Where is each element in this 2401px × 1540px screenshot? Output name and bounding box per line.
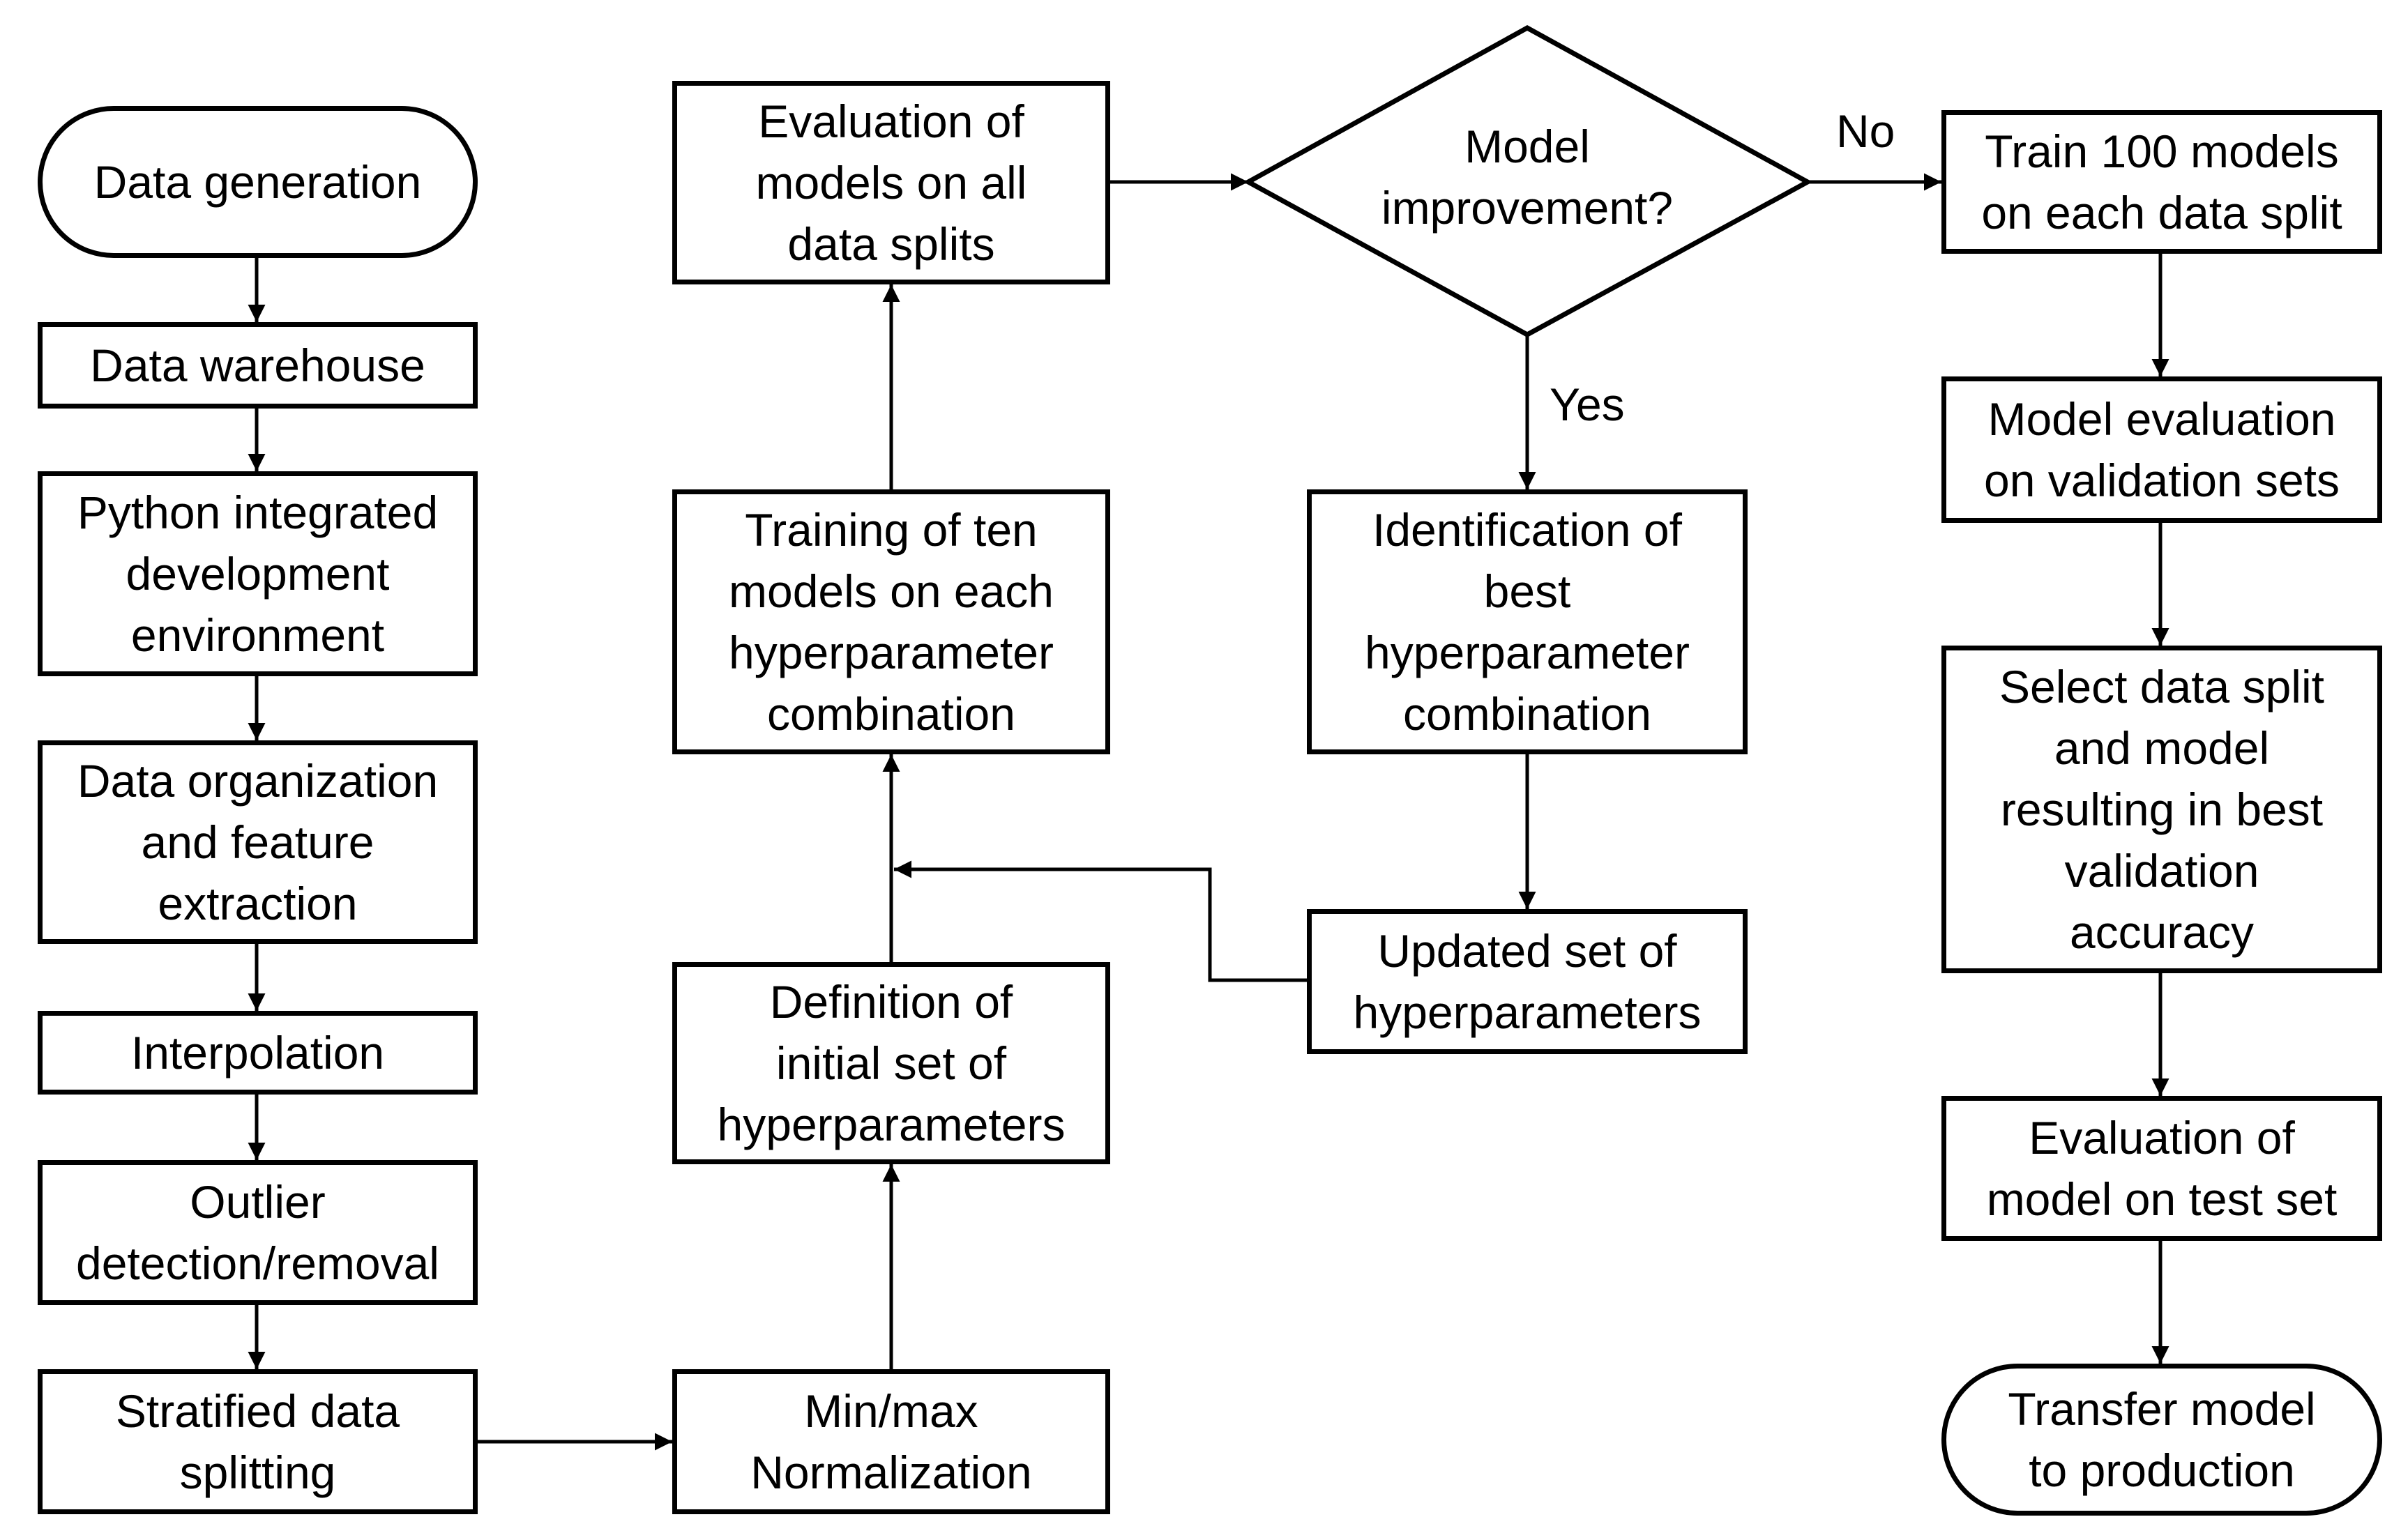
node-definition-initial-set: Definition of initial set of hyperparame… [672, 962, 1110, 1164]
node-transfer-production: Transfer model to production [1941, 1364, 2382, 1516]
node-training-ten-models: Training of ten models on each hyperpara… [672, 489, 1110, 754]
node-python-ide: Python integrated development environmen… [38, 471, 478, 676]
node-evaluation-all-splits: Evaluation of models on all data splits [672, 81, 1110, 284]
node-select-split: Select data split and model resulting in… [1941, 646, 2382, 973]
edge-updated-to-training [894, 860, 1307, 982]
node-minmax-normalization: Min/max Normalization [672, 1369, 1110, 1514]
node-data-warehouse: Data warehouse [38, 322, 478, 409]
node-evaluation-test-set: Evaluation of model on test set [1941, 1096, 2382, 1241]
node-train-100-models: Train 100 models on each data split [1941, 110, 2382, 254]
node-model-evaluation-validation: Model evaluation on validation sets [1941, 376, 2382, 523]
node-updated-set: Updated set of hyperparameters [1307, 909, 1748, 1054]
node-outlier-detection: Outlier detection/removal [38, 1160, 478, 1305]
decision-model-improvement: Model improvement? [1381, 121, 1674, 234]
node-interpolation: Interpolation [38, 1011, 478, 1095]
node-data-organization: Data organization and feature extraction [38, 740, 478, 944]
node-data-generation: Data generation [38, 106, 478, 258]
node-identification-best: Identification of best hyperparameter co… [1307, 489, 1748, 754]
decision-diamond [1243, 25, 1813, 337]
node-stratified-splitting: Stratified data splitting [38, 1369, 478, 1514]
edge-label-no: No [1836, 105, 1895, 157]
edge-label-yes: Yes [1550, 379, 1625, 430]
